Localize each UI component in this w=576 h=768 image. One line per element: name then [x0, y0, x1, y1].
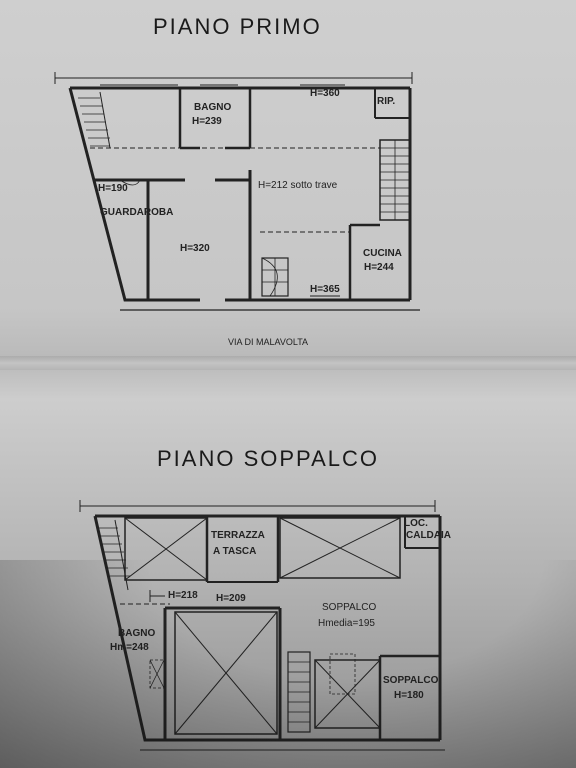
label-terrazza: TERRAZZA	[211, 530, 265, 541]
street-name: VIA DI MALAVOLTA	[228, 337, 309, 347]
label-soppalco-2: SOPPALCO	[383, 675, 439, 686]
label-cucina-height: H=244	[364, 262, 394, 273]
label-soppalco-height: Hmedia=195	[318, 618, 375, 629]
label-a-tasca: A TASCA	[213, 546, 257, 557]
label-h212-sotto-trave: H=212 sotto trave	[258, 180, 338, 191]
label-h360: H=360	[310, 88, 340, 99]
label-loc: LOC.	[404, 518, 428, 529]
paper-fold	[0, 356, 576, 370]
label-soppalco: SOPPALCO	[322, 602, 377, 613]
piano-soppalco-title: PIANO SOPPALCO	[157, 446, 379, 471]
label-bagno: BAGNO	[194, 102, 232, 113]
label-guardaroba: GUARDAROBA	[100, 207, 174, 218]
label-h218: H=218	[168, 590, 198, 601]
label-caldaia: CALDAIA	[406, 530, 451, 541]
label-h320: H=320	[180, 243, 210, 254]
label-cucina: CUCINA	[363, 248, 402, 259]
piano-primo-title: PIANO PRIMO	[153, 14, 322, 39]
label-bagno-height: H=239	[192, 116, 222, 127]
label-bagno-soppalco-height: Hm=248	[110, 642, 149, 653]
label-rip: RIP.	[377, 96, 396, 107]
label-h365: H=365	[310, 284, 340, 295]
label-bagno-soppalco: BAGNO	[118, 628, 156, 639]
label-soppalco-2-height: H=180	[394, 690, 424, 701]
label-h209: H=209	[216, 593, 246, 604]
label-h190: H=190	[98, 183, 128, 194]
